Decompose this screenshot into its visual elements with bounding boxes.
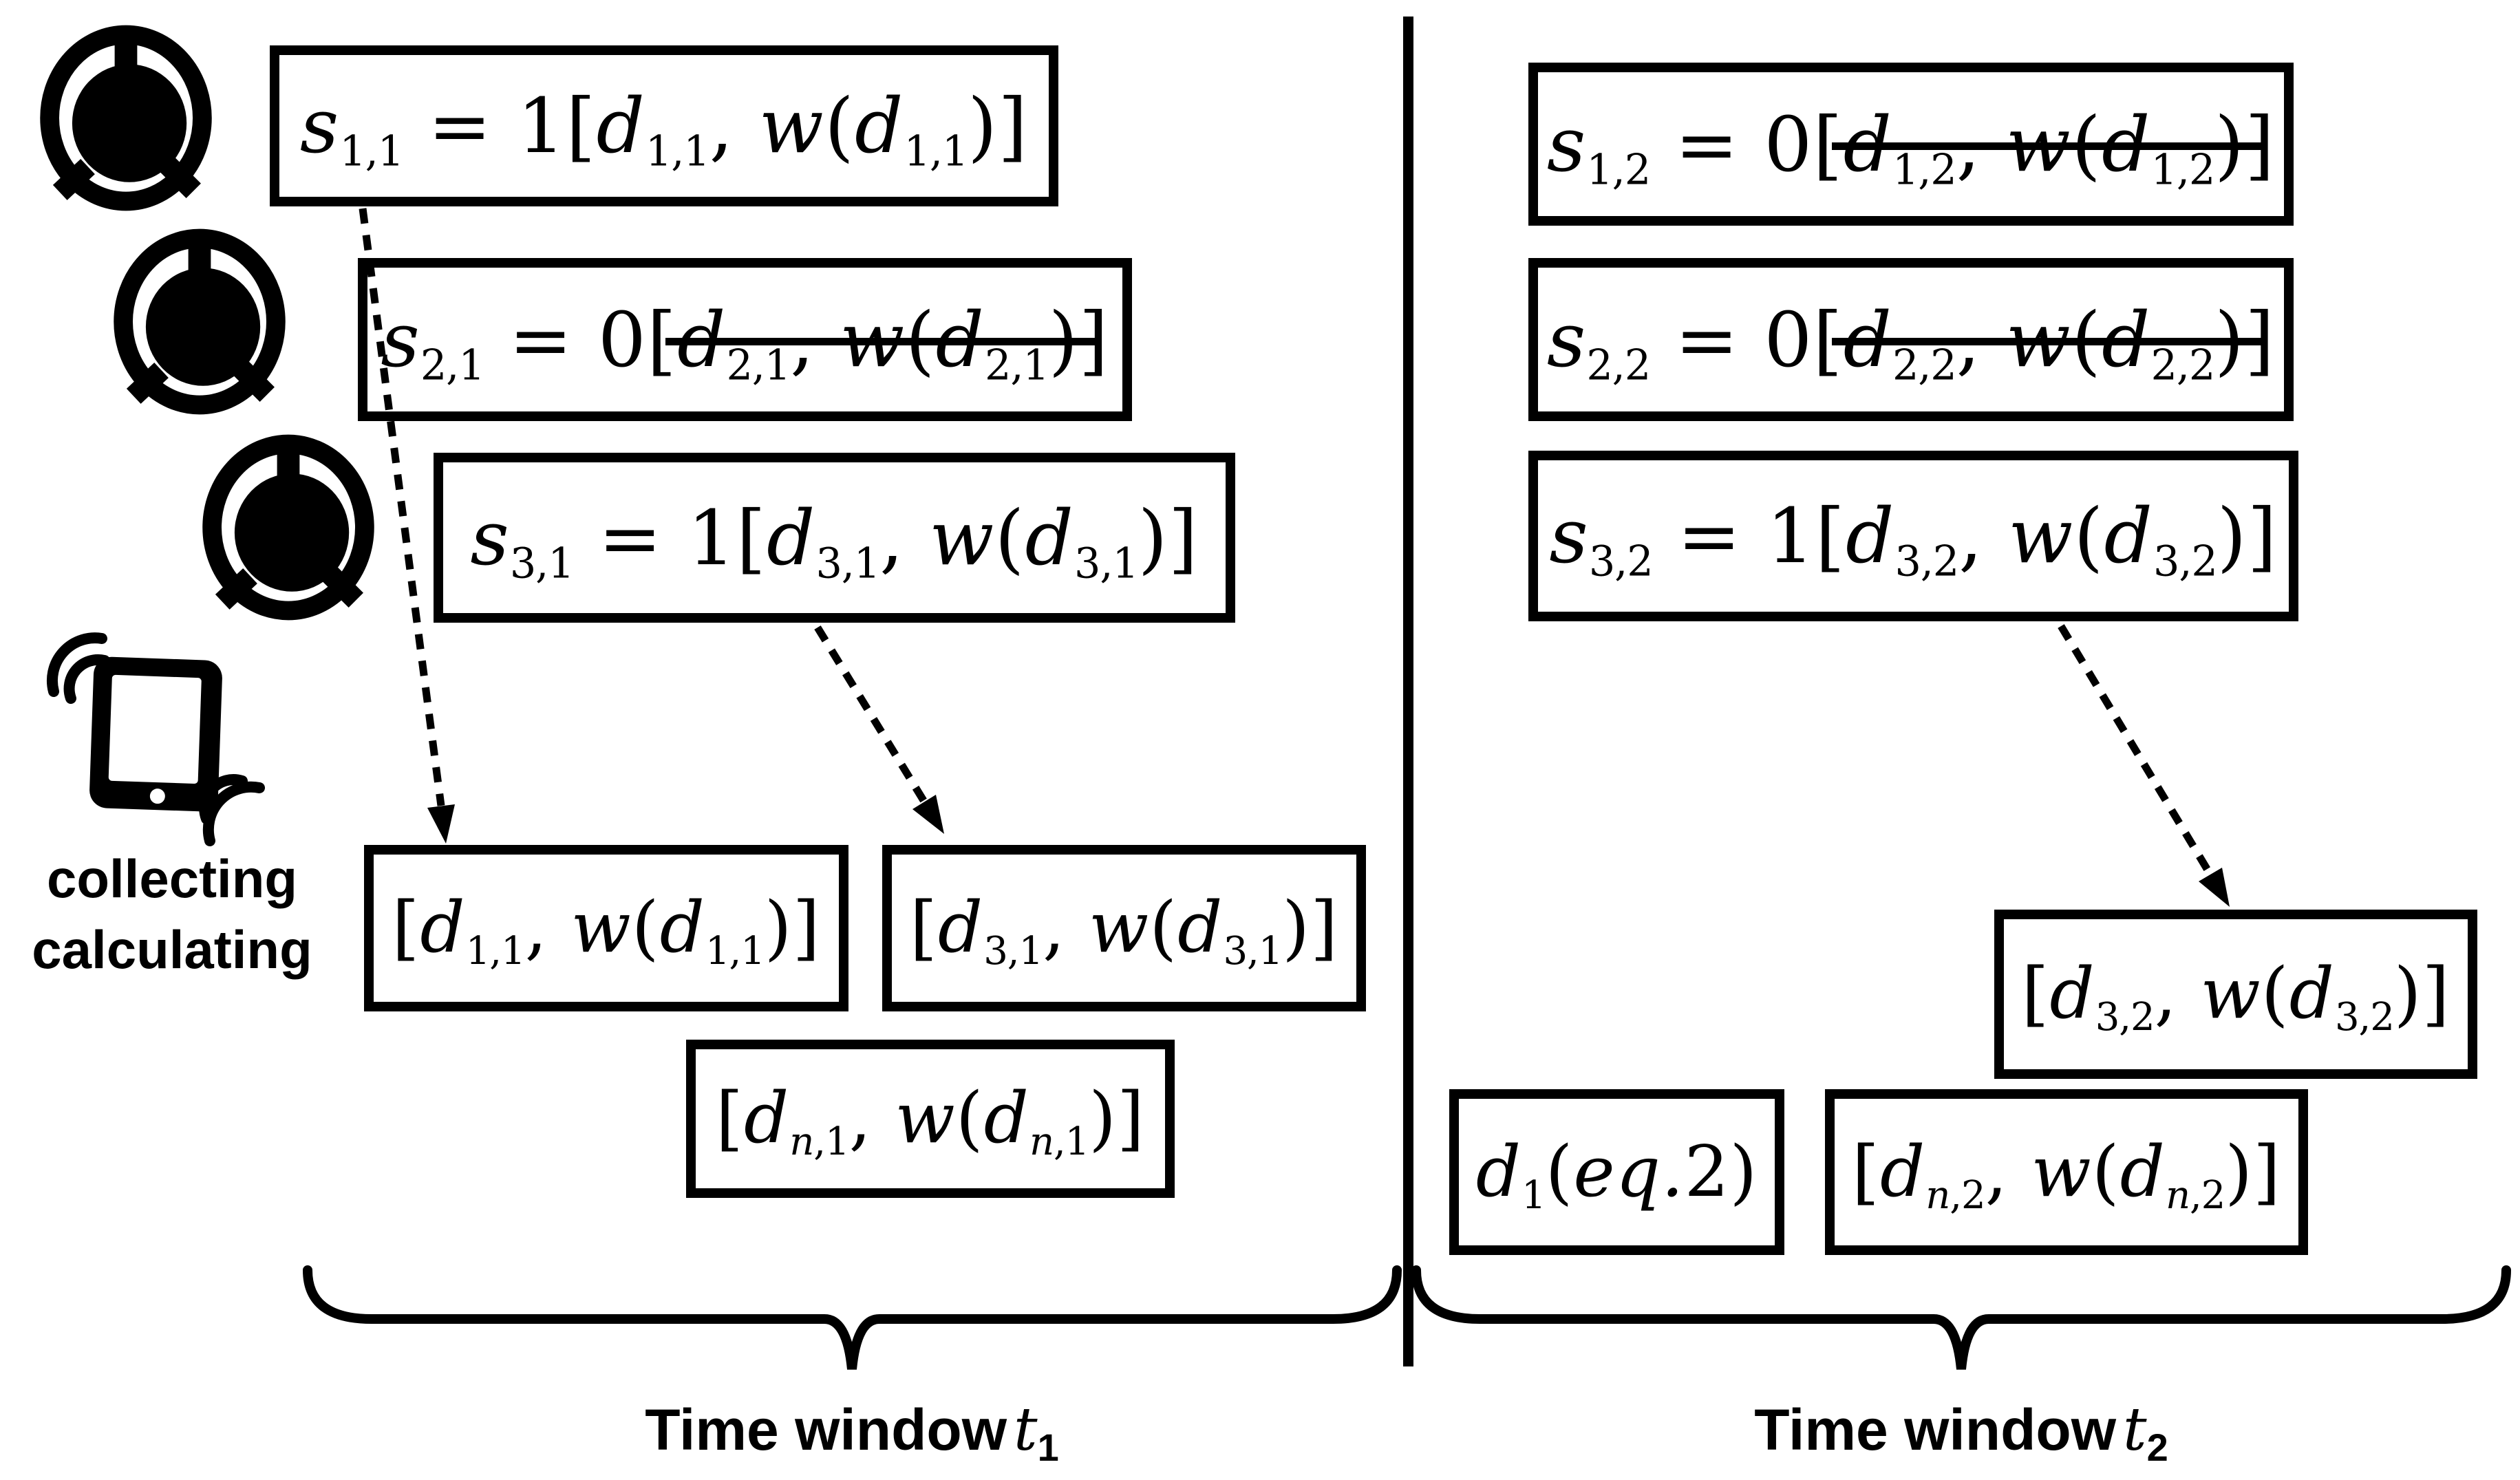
data-box-d32: [d3,2, w(d3,2)]: [1994, 910, 2477, 1079]
sensor-icon: [202, 434, 374, 621]
formula-d32: [d3,2, w(d3,2)]: [2021, 953, 2450, 1040]
signal-wave-icon: [47, 632, 107, 697]
time-window-1-text: Time window: [645, 1397, 1007, 1462]
formula-s12: s1,2 = 0[d1,2, w(d1,2)]: [1546, 100, 2276, 194]
status-box-s31: s3,1 = 1[d3,1, w(d3,1)]: [434, 453, 1235, 623]
formula-d31: [d3,1, w(d3,1)]: [910, 887, 1338, 974]
data-box-dn1: [dn,1, w(dn,1)]: [686, 1040, 1175, 1198]
status-box-s11: s1,1 = 1[d1,1, w(d1,1)]: [270, 45, 1058, 206]
status-box-s21: s2,1 = 0[d2,1, w(d2,1)]: [358, 258, 1132, 421]
dotted-arrow-s32-to-d32: [2058, 624, 2230, 907]
formula-d1eq2: d1(eq.2): [1475, 1130, 1758, 1218]
formula-s11: s1,1 = 1[d1,1, w(d1,1)]: [299, 82, 1029, 176]
left-underbrace: [303, 1265, 1402, 1370]
formula-dn2: [dn,2, w(dn,2)]: [1852, 1130, 2281, 1218]
status-box-s22: s2,2 = 0[d2,2, w(d2,2)]: [1528, 258, 2294, 421]
data-box-d1eq2: d1(eq.2): [1449, 1089, 1784, 1255]
status-box-s32: s3,2 = 1[d3,2, w(d3,2)]: [1528, 451, 2298, 621]
smartphone-icon: [47, 632, 265, 846]
time-window-divider-line: [1403, 17, 1413, 1366]
signal-wave-icon: [202, 781, 265, 846]
dotted-arrow-s31-to-d31: [814, 625, 944, 834]
time-window-2-subscript: 2: [2146, 1426, 2168, 1469]
status-box-s12: s1,2 = 0[d1,2, w(d1,2)]: [1528, 63, 2294, 226]
data-box-d31: [d3,1, w(d3,1)]: [882, 845, 1366, 1011]
formula-s32: s3,2 = 1[d3,2, w(d3,2)]: [1549, 492, 2278, 586]
formula-s22: s2,2 = 0[d2,2, w(d2,2)]: [1546, 295, 2276, 389]
right-underbrace: [1411, 1265, 2511, 1370]
time-window-1-label: Time window t 1: [439, 1395, 1265, 1469]
time-window-2-variable: t: [2123, 1395, 2147, 1464]
time-window-2-label: Time window t 2: [1548, 1395, 2374, 1469]
time-window-1-subscript: 1: [1037, 1426, 1059, 1469]
time-window-2-text: Time window: [1754, 1397, 2117, 1462]
formula-s21: s2,1 = 0[d2,1, w(d2,1)]: [381, 295, 1109, 389]
time-window-1-variable: t: [1014, 1395, 1038, 1464]
signal-wave-icon: [63, 654, 110, 704]
formula-s31: s3,1 = 1[d3,1, w(d3,1)]: [470, 493, 1199, 588]
formula-dn1: [dn,1, w(dn,1)]: [716, 1077, 1145, 1164]
signal-wave-icon: [199, 774, 248, 824]
device-caption: collecting calculating: [6, 844, 339, 985]
formula-d11: [d1,1, w(d1,1)]: [392, 887, 821, 974]
data-box-dn2: [dn,2, w(dn,2)]: [1825, 1089, 2308, 1255]
caption-calculating: calculating: [32, 919, 312, 980]
data-box-d11: [d1,1, w(d1,1)]: [364, 845, 848, 1011]
caption-collecting: collecting: [46, 848, 298, 909]
sensor-icon: [40, 25, 212, 211]
sensor-icon: [114, 228, 286, 415]
